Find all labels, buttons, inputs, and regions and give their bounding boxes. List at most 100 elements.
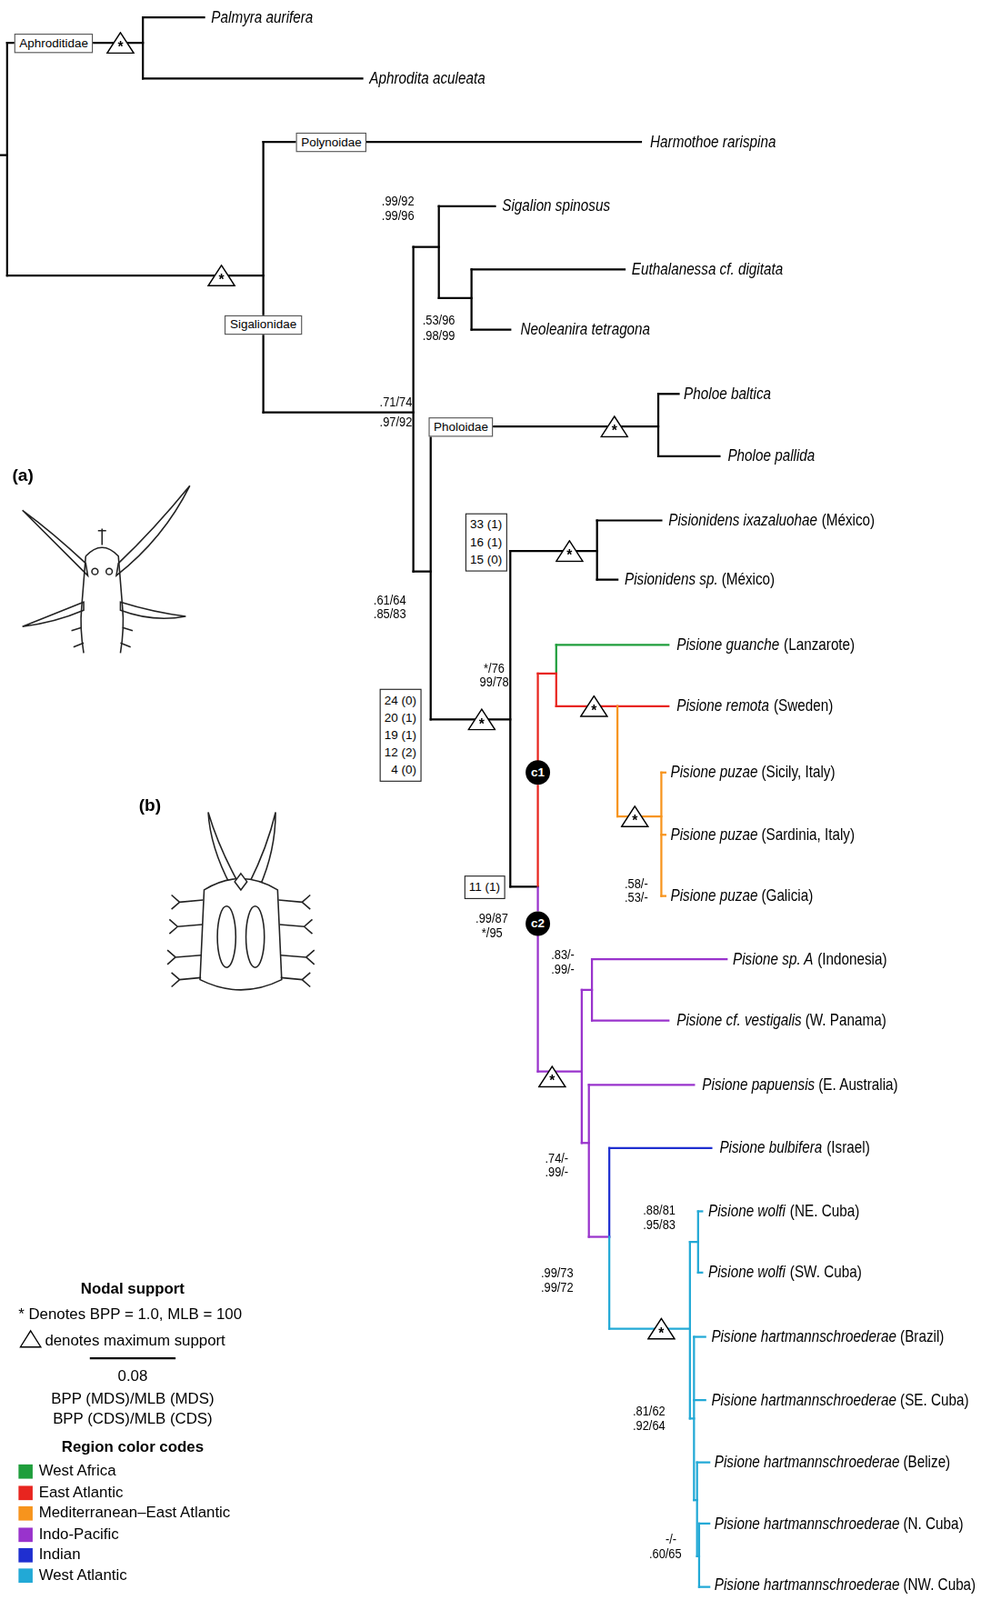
parapodia <box>71 627 133 647</box>
branch <box>697 1211 700 1272</box>
branch <box>536 673 539 773</box>
branch <box>699 1522 710 1525</box>
branch <box>589 1235 610 1238</box>
support-triangle: * <box>580 694 609 718</box>
node-text: 19 (1) <box>384 726 417 744</box>
figure-b <box>167 812 315 991</box>
support-value: .97/92 <box>380 414 413 431</box>
panel-label: (a) <box>11 465 33 486</box>
locality: (Israel) <box>826 1138 871 1159</box>
branch <box>430 718 511 721</box>
legend-note: * Denotes BPP = 1.0, MLB = 100 <box>18 1305 242 1323</box>
support-value: .83/- <box>550 947 575 963</box>
node-text: Aphroditidae <box>19 35 89 51</box>
branch <box>657 393 660 456</box>
branch <box>658 455 720 458</box>
branch <box>471 328 511 331</box>
taxon-name: Pisione sp. A <box>732 949 814 970</box>
node-text: c2 <box>530 916 545 931</box>
node-text: * <box>647 1317 676 1341</box>
branch <box>555 644 558 673</box>
node-text: Pholoidae <box>433 419 489 434</box>
figure-a <box>22 485 191 653</box>
branch <box>693 1399 705 1402</box>
branch <box>596 520 599 581</box>
node-text: * <box>600 415 629 439</box>
branch <box>660 771 665 774</box>
support-value: .53/96 <box>422 312 456 329</box>
support-triangle: * <box>555 540 584 563</box>
branch <box>608 1148 611 1238</box>
connector-part <box>536 784 539 887</box>
branch <box>413 246 440 249</box>
legend-entry: Indo-Pacific <box>18 1524 119 1542</box>
branch <box>590 959 593 1021</box>
branch <box>581 1141 590 1144</box>
branch <box>538 672 557 675</box>
locality: (NE. Cuba) <box>789 1201 859 1222</box>
support-value: .99/72 <box>540 1280 574 1296</box>
branch <box>617 705 669 708</box>
legend-entry: denotes maximum support <box>44 1331 225 1349</box>
legend-entry: Mediterranean–East Atlantic <box>18 1503 231 1522</box>
legend-swatch <box>18 1485 33 1501</box>
family-box: Pholoidae <box>428 417 493 437</box>
character-box: 24 (0)20 (1)19 (1)12 (2)4 (0) <box>379 689 421 782</box>
locality: (N. Cuba) <box>903 1513 964 1534</box>
palp <box>22 510 89 576</box>
branch <box>693 1335 705 1338</box>
taxon-name: Pisione remota <box>676 696 770 717</box>
branch <box>616 706 619 817</box>
taxon-name: Harmothoe rarispina <box>650 131 776 152</box>
legend-swatch <box>18 1569 33 1584</box>
node-text: * <box>538 1065 567 1089</box>
branch <box>696 1462 699 1557</box>
support-triangle: * <box>620 805 650 829</box>
taxon-name: Pisione puzae <box>670 886 759 907</box>
palp <box>116 485 191 576</box>
branch <box>510 885 538 888</box>
branch <box>690 1241 699 1243</box>
branch <box>412 247 415 572</box>
support-value: 99/78 <box>480 675 510 691</box>
node-text: 20 (1) <box>384 709 417 727</box>
support-value: */95 <box>481 925 503 941</box>
branch <box>609 1147 711 1150</box>
node-text: * <box>620 805 650 829</box>
jaw <box>217 906 236 968</box>
branch <box>430 426 432 720</box>
locality: (Lanzarote) <box>783 634 855 655</box>
branch <box>142 77 362 80</box>
branch <box>555 673 558 707</box>
support-triangle: * <box>538 1065 567 1089</box>
legend-entry: East Atlantic <box>18 1482 123 1501</box>
node-text: * <box>555 540 584 563</box>
branch <box>689 1241 691 1419</box>
body <box>200 879 282 991</box>
legend-entry: Indian <box>18 1545 81 1563</box>
support-value: .60/65 <box>649 1546 682 1562</box>
locality: (NW. Cuba) <box>903 1574 977 1595</box>
branch <box>141 17 144 79</box>
support-value: .53/- <box>624 890 649 906</box>
cirrus <box>120 601 186 619</box>
taxon-name: Pisione puzae <box>670 762 759 783</box>
eye <box>106 568 113 575</box>
branch <box>658 392 679 395</box>
legend-text: denotes maximum support <box>44 1331 225 1349</box>
antenna <box>98 528 107 545</box>
branch <box>536 923 539 1072</box>
node-text: 4 (0) <box>384 760 417 779</box>
branch <box>697 1461 710 1463</box>
taxon-name: Pisione guanche <box>676 634 780 655</box>
organ <box>234 873 247 891</box>
taxon-name: Palmyra aurifera <box>210 7 313 28</box>
branch <box>413 570 431 573</box>
taxon-name: Pisione wolfi <box>708 1262 786 1283</box>
branch <box>538 1071 582 1073</box>
legend-heading: Nodal support <box>80 1280 185 1298</box>
support-triangle: * <box>600 415 629 439</box>
branch <box>609 1327 691 1330</box>
taxon-name: Pisione bulbifera <box>719 1138 822 1159</box>
branch <box>439 205 496 208</box>
